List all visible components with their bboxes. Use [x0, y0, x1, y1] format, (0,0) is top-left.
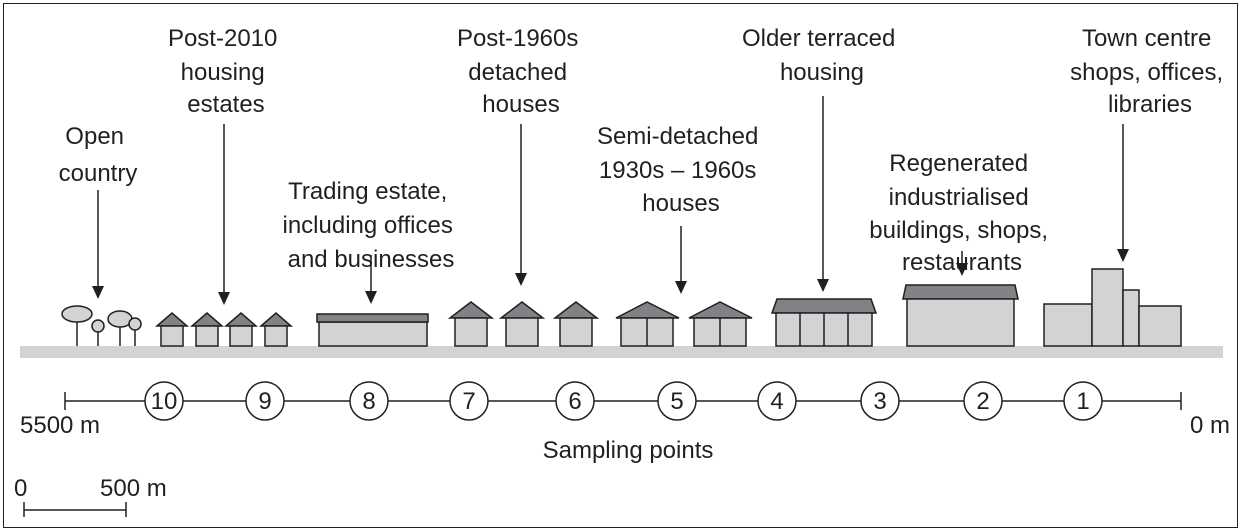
sampling-point-circle — [349, 381, 389, 421]
sampling-point-3: 3 — [860, 381, 900, 421]
houses-post-2010 — [154, 312, 294, 347]
trees-open-country — [61, 305, 142, 346]
zone-label-open-country: Open country — [59, 123, 138, 187]
sampling-point-label: 6 — [568, 388, 581, 415]
house-icon — [189, 312, 225, 347]
houses-semi-detached — [615, 301, 753, 347]
house-icon — [498, 301, 546, 347]
arrow-regenerated — [956, 251, 968, 276]
town-centre-buildings — [1043, 268, 1182, 347]
sampling-point-6: 6 — [555, 381, 595, 421]
arrow-post-2010 — [218, 124, 230, 305]
arrow-older-terraced — [817, 96, 829, 292]
sampling-point-circle — [657, 381, 697, 421]
house-icon — [223, 312, 259, 347]
sampling-point-label: 4 — [770, 388, 783, 415]
sampling-point-label: 5 — [670, 388, 683, 415]
arrow-semi-detached — [675, 226, 687, 294]
sampling-point-label: 9 — [258, 388, 271, 415]
sampling-point-8: 8 — [349, 381, 389, 421]
arrow-town-centre — [1117, 124, 1129, 262]
scale-bar-start-label: 0 — [14, 475, 27, 502]
trading-estate-building — [316, 313, 429, 347]
diagram-frame — [3, 3, 1238, 528]
sampling-point-label: 8 — [362, 388, 375, 415]
sampling-point-circle — [555, 381, 595, 421]
sampling-point-label: 1 — [1076, 388, 1089, 415]
houses-post-1960s — [447, 301, 600, 347]
tree-icon — [61, 305, 93, 346]
arrow-post-1960s — [515, 124, 527, 286]
sampling-transect: 10 9 8 7 6 5 4 3 2 1 — [64, 381, 1182, 421]
sampling-points: 10 9 8 7 6 5 4 3 2 1 — [144, 381, 1103, 421]
sampling-point-circle — [144, 381, 184, 421]
semi-detached-house-icon — [615, 301, 680, 347]
scale-bar — [23, 502, 127, 517]
house-icon — [447, 301, 495, 347]
sampling-point-circle — [449, 381, 489, 421]
terraced-housing — [770, 298, 878, 347]
scale-bar-end-label: 500 m — [100, 475, 167, 502]
sampling-point-7: 7 — [449, 381, 489, 421]
pointer-arrows — [92, 96, 1129, 305]
transect-end-label: 0 m — [1190, 412, 1230, 439]
tree-icon — [91, 319, 105, 346]
sampling-point-label: 2 — [976, 388, 989, 415]
sampling-point-10: 10 — [144, 381, 184, 421]
sampling-point-circle — [1063, 381, 1103, 421]
regenerated-building — [902, 284, 1019, 347]
sampling-point-5: 5 — [657, 381, 697, 421]
sampling-point-circle — [963, 381, 1003, 421]
sampling-point-4: 4 — [757, 381, 797, 421]
transect-start-label: 5500 m — [20, 412, 100, 439]
sampling-point-circle — [860, 381, 900, 421]
arrow-open-country — [92, 190, 104, 299]
zone-label-post-2010: Post-2010 housing estates — [168, 25, 284, 118]
house-icon — [552, 301, 600, 347]
semi-detached-house-icon — [688, 301, 753, 347]
sampling-point-1: 1 — [1063, 381, 1103, 421]
sampling-point-circle — [757, 381, 797, 421]
house-icon — [258, 312, 294, 347]
zone-label-regenerated: Regenerated industrialised buildings, sh… — [869, 150, 1054, 276]
sampling-point-circle — [245, 381, 285, 421]
zone-label-trading-estate: Trading estate, including offices and bu… — [282, 178, 459, 273]
sampling-point-label: 10 — [151, 388, 178, 415]
tree-icon — [128, 317, 142, 346]
arrow-trading-estate — [365, 255, 377, 304]
sampling-point-9: 9 — [245, 381, 285, 421]
zone-label-older-terraced: Older terraced housing — [742, 25, 902, 86]
transect-caption: Sampling points — [543, 437, 714, 464]
sampling-point-label: 3 — [873, 388, 886, 415]
sampling-point-2: 2 — [963, 381, 1003, 421]
ground-strip — [20, 346, 1223, 358]
sampling-point-label: 7 — [462, 388, 475, 415]
zone-label-town-centre: Town centre shops, offices, libraries — [1070, 25, 1230, 118]
zone-label-semi-detached: Semi-detached 1930s – 1960s houses — [597, 123, 765, 217]
house-icon — [154, 312, 190, 347]
zone-label-post-1960s: Post-1960s detached houses — [457, 25, 585, 118]
tree-icon — [107, 310, 133, 346]
